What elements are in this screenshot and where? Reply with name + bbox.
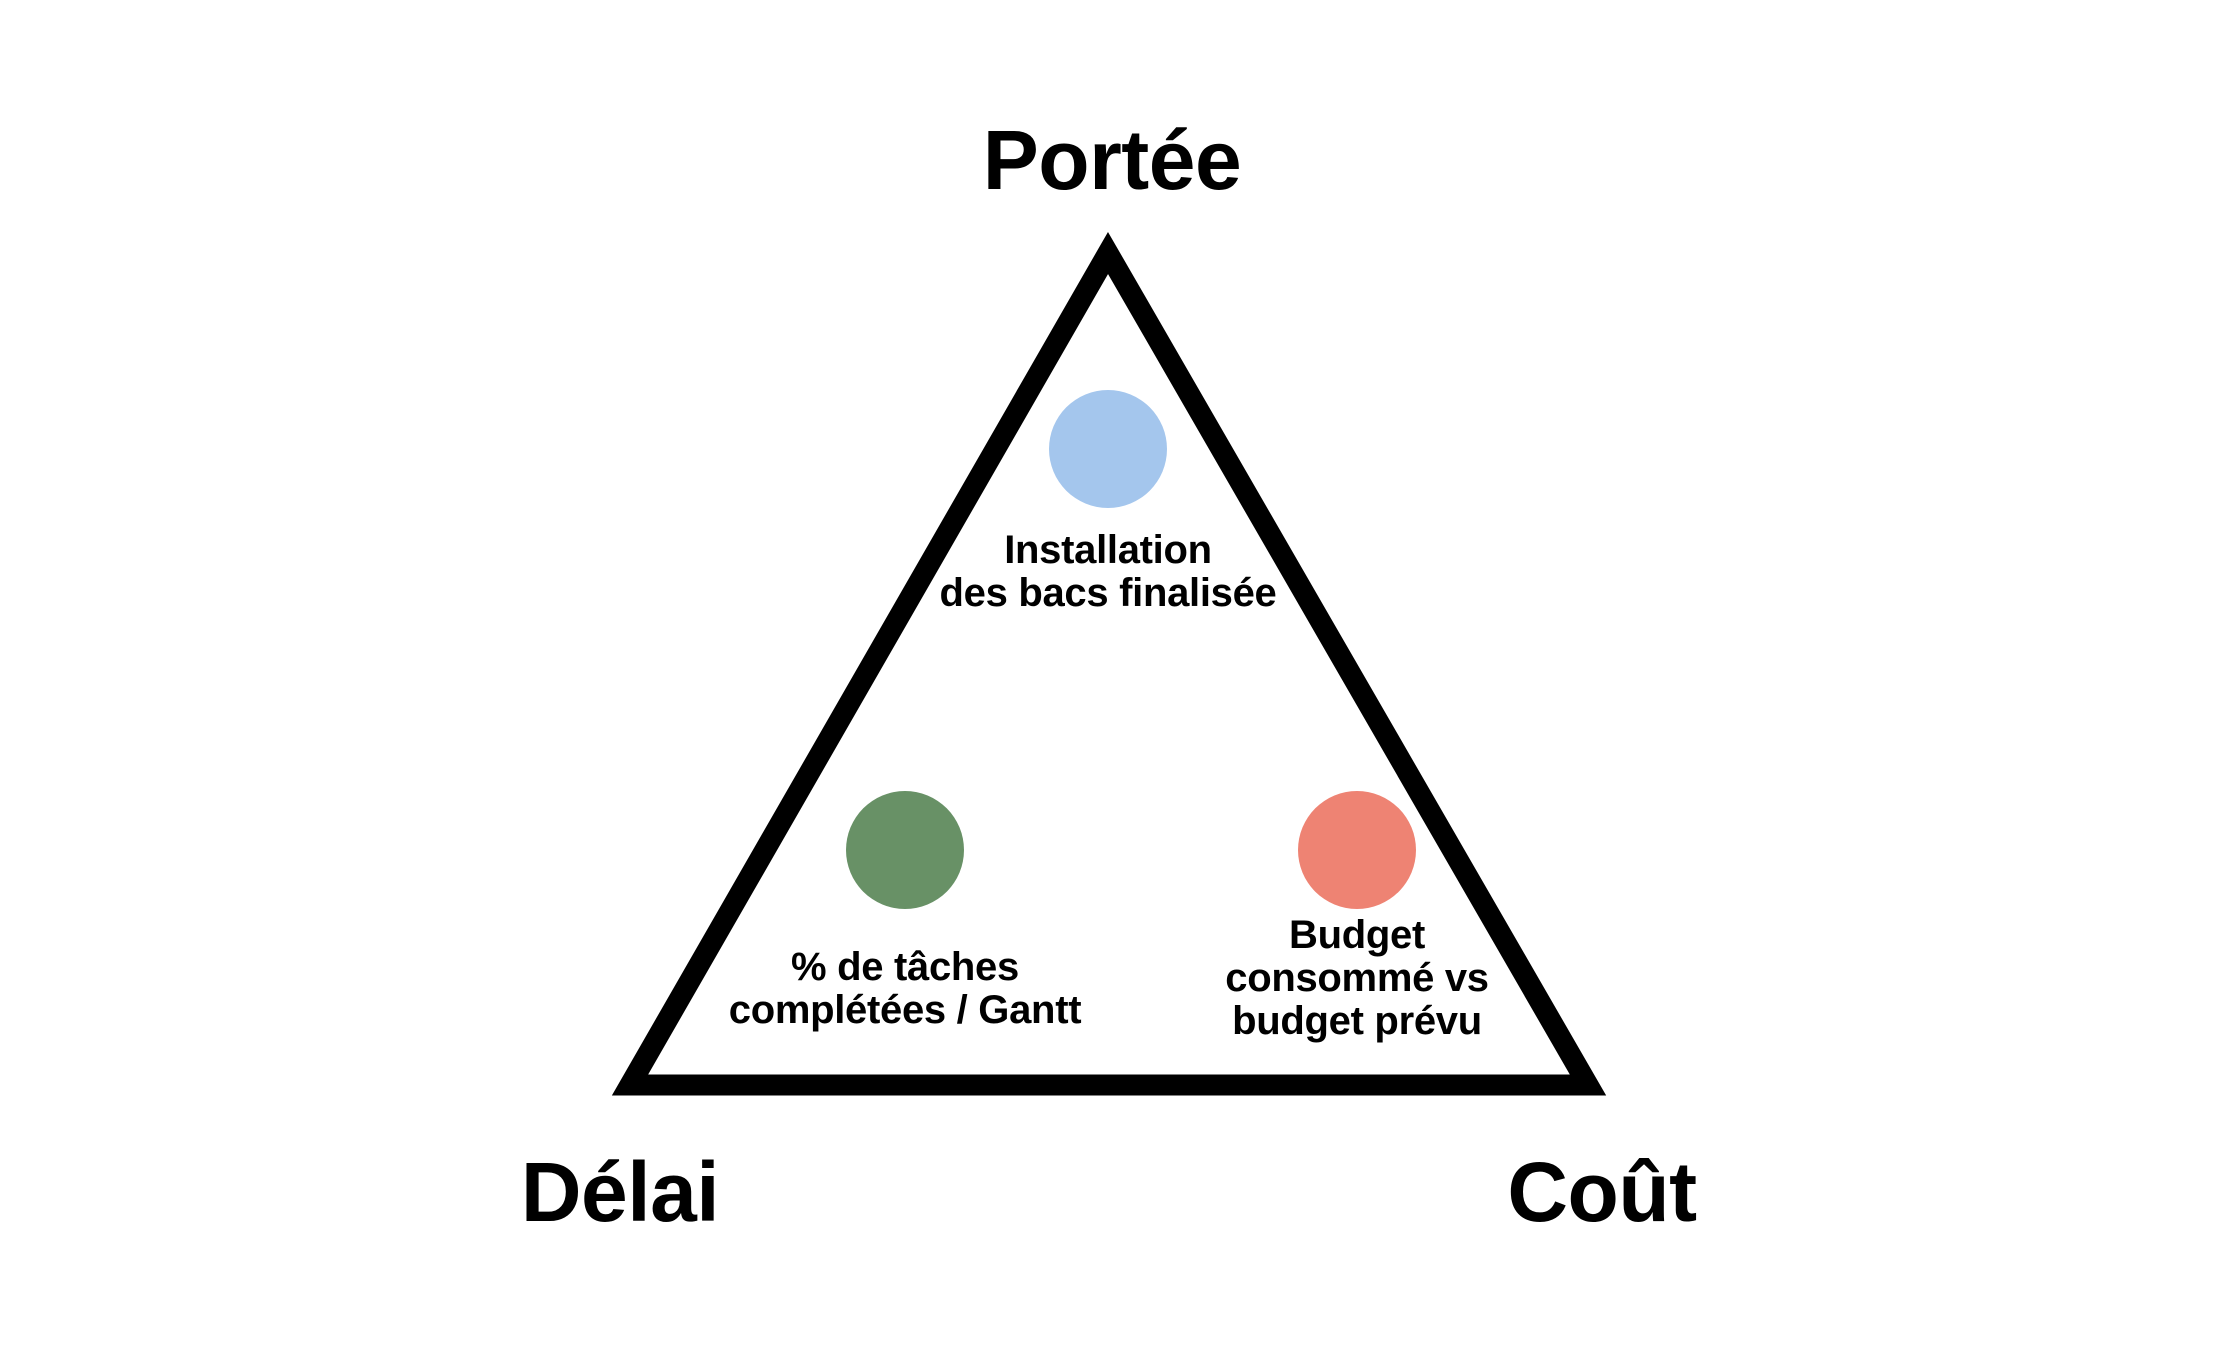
time-vertex-label: Délai: [520, 1145, 720, 1239]
time-indicator-label: % de tâches complétées / Gantt: [728, 945, 1082, 1032]
scope-indicator-dot: [1049, 390, 1167, 508]
cost-indicator-dot: [1298, 791, 1416, 909]
cost-indicator-label: Budget consommé vs budget prévu: [1225, 913, 1489, 1043]
scope-indicator-label: Installation des bacs finalisée: [939, 528, 1277, 615]
cost-vertex-label: Coût: [1507, 1145, 1697, 1239]
scope-vertex-label: Portée: [982, 113, 1242, 207]
time-indicator-dot: [846, 791, 964, 909]
